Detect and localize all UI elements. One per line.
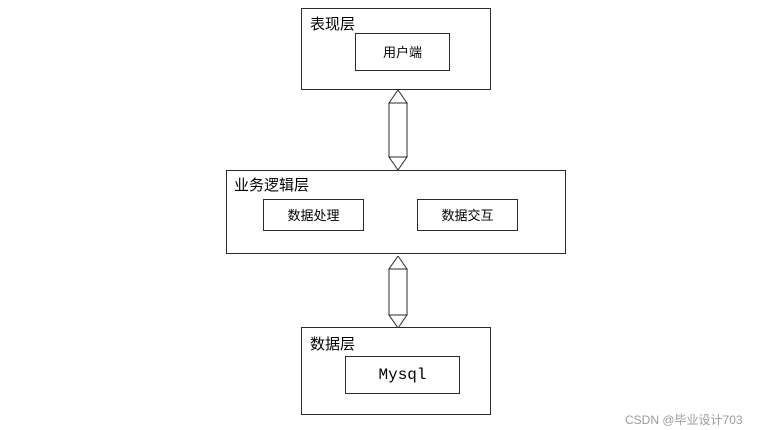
node-data-processing-label: 数据处理: [287, 207, 340, 223]
connector-business-data: [388, 256, 408, 328]
node-data-processing: 数据处理: [263, 199, 364, 231]
node-client-label: 用户端: [382, 44, 422, 60]
node-mysql-label: Mysql: [378, 366, 427, 384]
node-data-exchange: 数据交互: [417, 199, 518, 231]
watermark-text: CSDN @毕业设计703: [625, 413, 743, 427]
node-mysql: Mysql: [345, 356, 460, 394]
node-data-exchange-label: 数据交互: [441, 207, 494, 223]
layer-title-business: 业务逻辑层: [234, 177, 310, 194]
node-client: 用户端: [355, 33, 450, 71]
connector-presentation-business: [388, 90, 408, 170]
layer-title-data: 数据层: [310, 336, 356, 353]
layer-title-presentation: 表现层: [310, 16, 356, 33]
